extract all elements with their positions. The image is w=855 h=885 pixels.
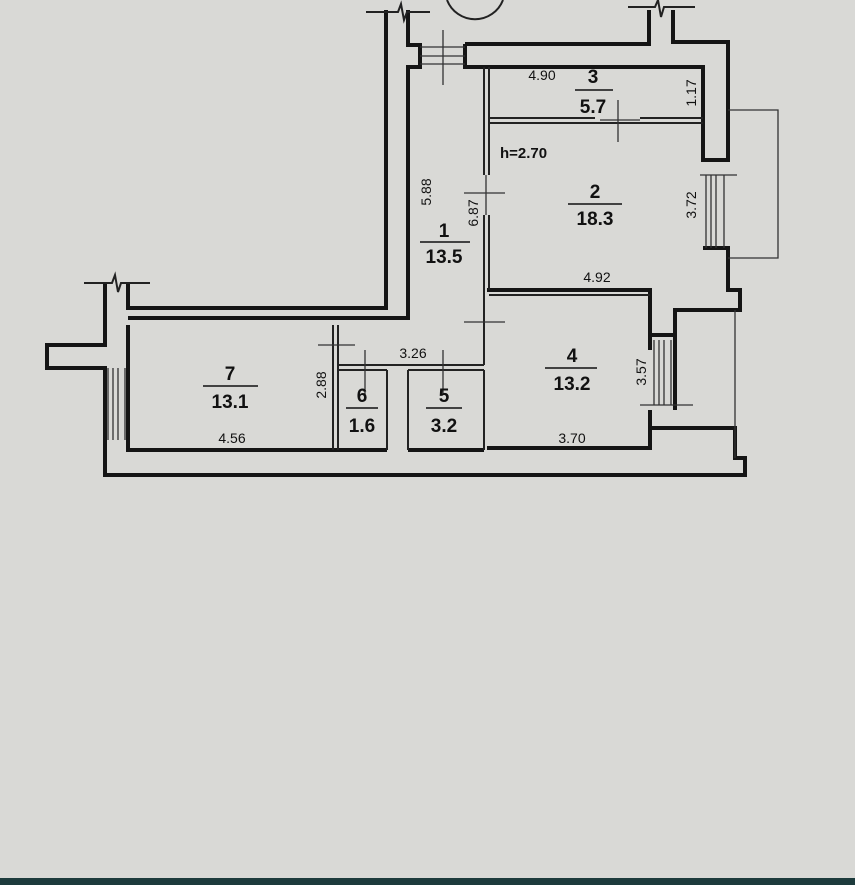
room-area: 5.7 [580, 97, 606, 118]
room-number: 5 [439, 386, 450, 407]
wall-break-symbol [84, 271, 150, 293]
room-5-label: 5 3.2 [426, 386, 462, 437]
room-2-label: 2 18.3 [568, 182, 622, 230]
dimension-label: 3.26 [399, 345, 426, 361]
wall-break-symbol [628, 0, 695, 18]
room-number: 2 [590, 182, 601, 203]
room-number: 3 [588, 67, 599, 88]
room-area: 13.2 [554, 374, 591, 395]
ceiling-height-label: h=2.70 [500, 145, 547, 162]
dimension-label: 2.88 [313, 371, 329, 398]
dimension-label: 4.56 [218, 430, 245, 446]
room-7-label: 7 13.1 [203, 364, 258, 413]
bottom-bar [0, 878, 855, 885]
room-area: 13.1 [212, 392, 249, 413]
door-markers [318, 30, 737, 406]
room-area: 3.2 [431, 416, 457, 437]
dimension-label: 6.87 [465, 199, 481, 226]
room-area: 18.3 [577, 209, 614, 230]
room-number: 7 [225, 364, 236, 385]
room-number: 4 [567, 346, 578, 367]
room-area: 13.5 [426, 247, 463, 268]
dimension-label: 3.57 [633, 358, 649, 385]
room-4-label: 4 13.2 [545, 346, 597, 395]
room-area: 1.6 [349, 416, 375, 437]
room-number: 1 [439, 221, 450, 242]
dimension-label: 3.70 [558, 430, 585, 446]
dimension-label: 4.90 [528, 67, 555, 83]
dimension-label: 5.88 [418, 178, 434, 205]
windows [107, 46, 725, 440]
section-marker [446, 0, 504, 21]
interior-partitions [332, 67, 703, 450]
dimension-label: 3.72 [683, 191, 699, 218]
room-1-label: 1 13.5 [420, 221, 470, 268]
exterior-walls [45, 10, 747, 477]
wall-break-symbol [366, 0, 430, 24]
room-3-label: 3 5.7 [575, 67, 613, 118]
balcony-outline [728, 109, 779, 259]
room-number: 6 [357, 386, 368, 407]
dimension-label: 1.17 [683, 79, 699, 106]
dimension-label: 4.92 [583, 269, 610, 285]
room-6-label: 6 1.6 [346, 386, 378, 437]
